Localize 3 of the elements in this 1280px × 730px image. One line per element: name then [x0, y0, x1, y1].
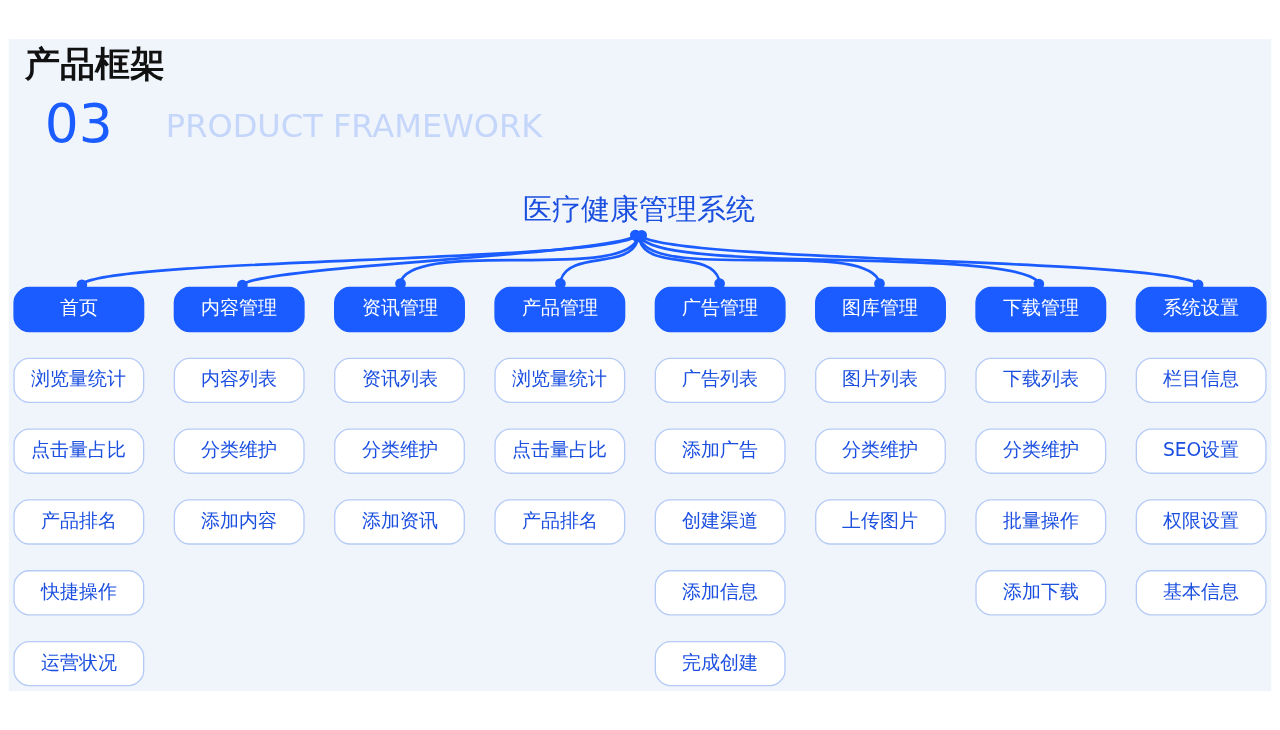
node-text: 医疗健康管理系统: [522, 191, 755, 226]
label: 03: [44, 91, 113, 155]
diagram-title: 产品框架: [24, 44, 165, 85]
